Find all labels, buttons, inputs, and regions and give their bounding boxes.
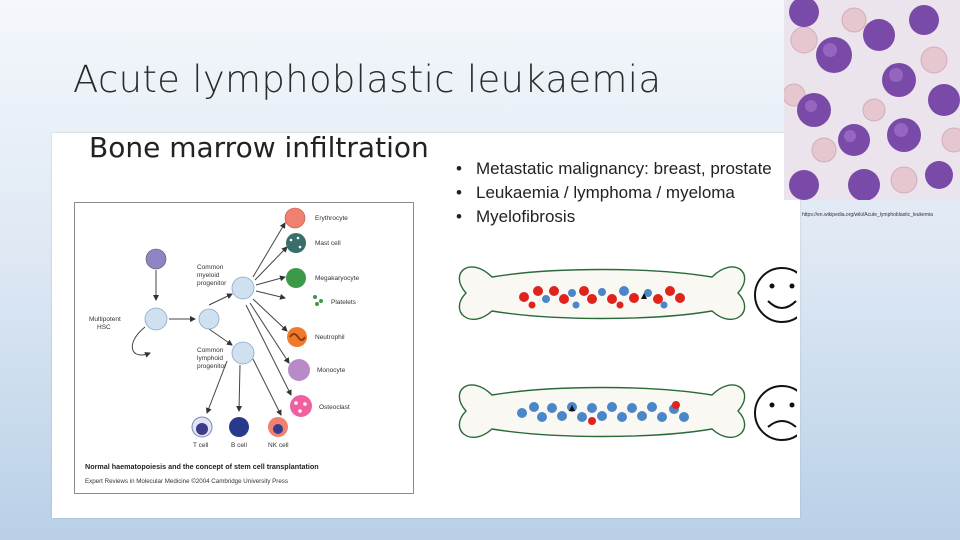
myeloid-progenitor-cell xyxy=(231,276,255,300)
monocyte-cell xyxy=(288,359,310,381)
blood-smear-image xyxy=(784,0,960,200)
infiltrated-marrow-cells xyxy=(517,401,689,425)
hsc-label-2: HSC xyxy=(97,324,111,331)
bullet-item: •Metastatic malignancy: breast, prostate xyxy=(456,159,772,178)
t-cell-label: T cell xyxy=(193,442,209,449)
hsc-cell xyxy=(144,307,168,331)
nk-cell-label: NK cell xyxy=(268,442,289,449)
normal-marrow-cells xyxy=(519,286,685,309)
myeloid-label-1: Common xyxy=(197,264,224,271)
diagram-credit: Expert Reviews in Molecular Medicine ©20… xyxy=(85,478,288,485)
bullet-list: •Metastatic malignancy: breast, prostate… xyxy=(456,157,772,229)
section-heading: Bone marrow infiltration xyxy=(89,131,429,164)
megakaryocyte-label: Megakaryocyte xyxy=(315,275,359,282)
transitional-cell xyxy=(198,308,220,330)
hsc-label-1: Multipotent xyxy=(89,316,121,323)
image-source-link[interactable]: https://en.wikipedia.org/wiki/Acute_lymp… xyxy=(802,212,933,218)
slide-title: Acute lymphoblastic leukaemia xyxy=(73,58,662,101)
happy-face-icon xyxy=(754,267,797,323)
bullet-item: •Leukaemia / lymphoma / myeloma xyxy=(456,183,735,202)
erythrocyte-cell xyxy=(284,207,306,229)
lymphoid-label-1: Common xyxy=(197,347,224,354)
lymphoid-progenitor-cell xyxy=(231,341,255,365)
sad-face-icon xyxy=(754,385,797,441)
platelets xyxy=(313,295,323,306)
lymphoid-label-2: lymphoid xyxy=(197,355,223,362)
erythrocyte-label: Erythrocyte xyxy=(315,215,348,222)
platelets-label: Platelets xyxy=(331,299,357,306)
mast-cell xyxy=(286,233,306,253)
myeloid-label-2: myeloid xyxy=(197,272,220,279)
bullet-item: •Myelofibrosis xyxy=(456,207,576,226)
diagram-caption: Normal haematopoiesis and the concept of… xyxy=(85,462,319,471)
b-cell xyxy=(229,417,249,437)
myeloid-label-3: progenitor xyxy=(197,280,227,287)
haematopoiesis-diagram: Erythrocyte Mast cell Megakaryocyte Plat… xyxy=(74,202,414,494)
mast-cell-label: Mast cell xyxy=(315,240,341,247)
b-cell-label: B cell xyxy=(231,442,247,449)
megakaryocyte-cell xyxy=(286,268,306,288)
lymphoid-label-3: progenitor xyxy=(197,363,227,370)
bone-marrow-illustration xyxy=(458,266,797,441)
osteoclast-cell xyxy=(290,395,312,417)
content-panel: Bone marrow infiltration xyxy=(52,131,800,518)
neutrophil-label: Neutrophil xyxy=(315,334,345,341)
osteoclast-label: Osteoclast xyxy=(319,404,350,411)
stem-cell xyxy=(145,248,167,270)
monocyte-label: Monocyte xyxy=(317,367,346,374)
